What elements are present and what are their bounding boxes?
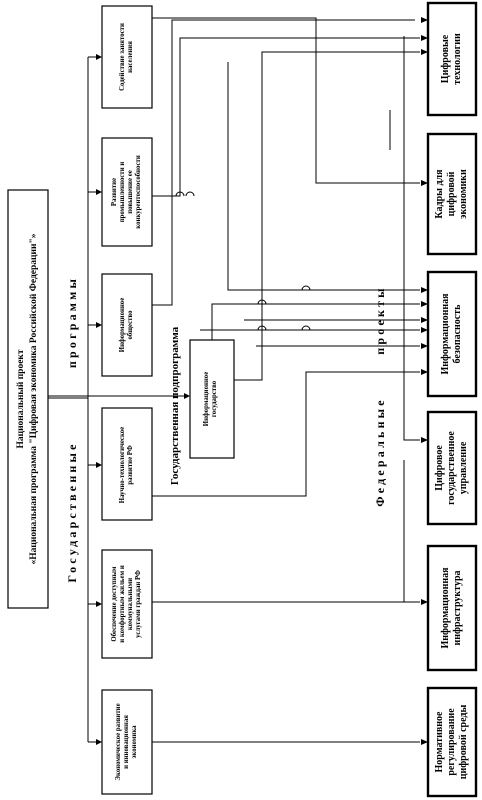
program-economy-line1: Экономическое развитие xyxy=(115,703,122,780)
project-digital-gov-line2: государственное xyxy=(446,431,457,505)
program-industry-line2: промышленности и xyxy=(119,162,126,223)
program-industry-line1: Развитие xyxy=(111,178,118,206)
project-box-regulation xyxy=(426,686,478,798)
national-project-subtitle: «Национальная программа "Цифровая эконом… xyxy=(28,233,39,564)
project-connectors xyxy=(152,17,428,745)
project-regulation-line1: Нормативное xyxy=(434,711,445,773)
program-housing-line4: услугами граждан РФ xyxy=(135,570,142,638)
project-digital-gov-line1: Цифровое xyxy=(434,445,445,491)
project-regulation-line2: регулирование xyxy=(446,708,457,776)
national-project-title: Национальный проект xyxy=(15,349,26,448)
project-info-security-line2: безопасность xyxy=(452,304,463,364)
program-box-science-tech xyxy=(101,407,153,521)
program-economy-line3: экономика xyxy=(131,725,138,759)
project-box-digital-gov xyxy=(426,410,478,526)
program-economy-line2: и инновационная xyxy=(123,715,130,769)
project-digital-tech-line1: Цифровые xyxy=(440,34,451,83)
project-staff-line3: экономики xyxy=(458,169,469,219)
project-staff-line2: цифровой xyxy=(446,171,457,216)
project-digital-tech-line2: технологии xyxy=(452,33,463,85)
program-housing-line2: и комфортным жильем и xyxy=(119,565,126,643)
label-state-subprogram: Государственная подпрограмма xyxy=(169,326,181,485)
label-federal-projects-part1: Федеральные xyxy=(373,397,387,507)
program-science-tech-line1: Научно-технологическое xyxy=(119,427,126,503)
program-industry-line3: повышение ее xyxy=(127,170,134,213)
project-box-info-infra xyxy=(426,544,478,672)
program-box-industry xyxy=(101,137,153,247)
program-housing-line3: коммунальными xyxy=(127,578,134,630)
program-box-housing xyxy=(101,549,153,659)
project-regulation-line3: цифровой среды xyxy=(458,705,469,780)
project-info-security-line1: Информационная xyxy=(440,293,451,375)
project-box-digital-tech xyxy=(426,1,478,117)
label-state-programs-part1: Государственные xyxy=(65,441,79,582)
program-box-info-society xyxy=(101,273,153,377)
project-staff-line1: Кадры для xyxy=(434,169,445,219)
program-housing-line1: Обеспечение доступным xyxy=(111,566,118,642)
program-info-society-line2: общество xyxy=(127,310,134,340)
program-info-society-line1: Информационное xyxy=(119,298,126,352)
project-box-staff xyxy=(426,132,478,256)
subprogram-line1: Информационное xyxy=(203,372,210,426)
project-digital-gov-line3: управление xyxy=(458,441,469,494)
project-info-infra-line2: инфраструктура xyxy=(452,570,463,645)
program-box-employment xyxy=(101,5,153,109)
subprogram-line2: государство xyxy=(211,380,218,417)
subprogram-box-info-state xyxy=(189,339,235,459)
program-employment-line2: населения xyxy=(127,41,134,73)
program-science-tech-line2: развитие РФ xyxy=(127,445,134,485)
program-employment-line1: Содействие занятости xyxy=(119,23,126,91)
project-box-info-security xyxy=(426,270,478,398)
national-project-box xyxy=(7,189,49,609)
project-info-infra-line1: Информационная xyxy=(440,567,451,649)
label-federal-projects-part2: проекты xyxy=(373,285,387,355)
program-industry-line4: конкурентоспособности xyxy=(135,155,142,229)
label-state-programs-part2: программы xyxy=(65,276,79,368)
program-connectors xyxy=(48,54,190,745)
